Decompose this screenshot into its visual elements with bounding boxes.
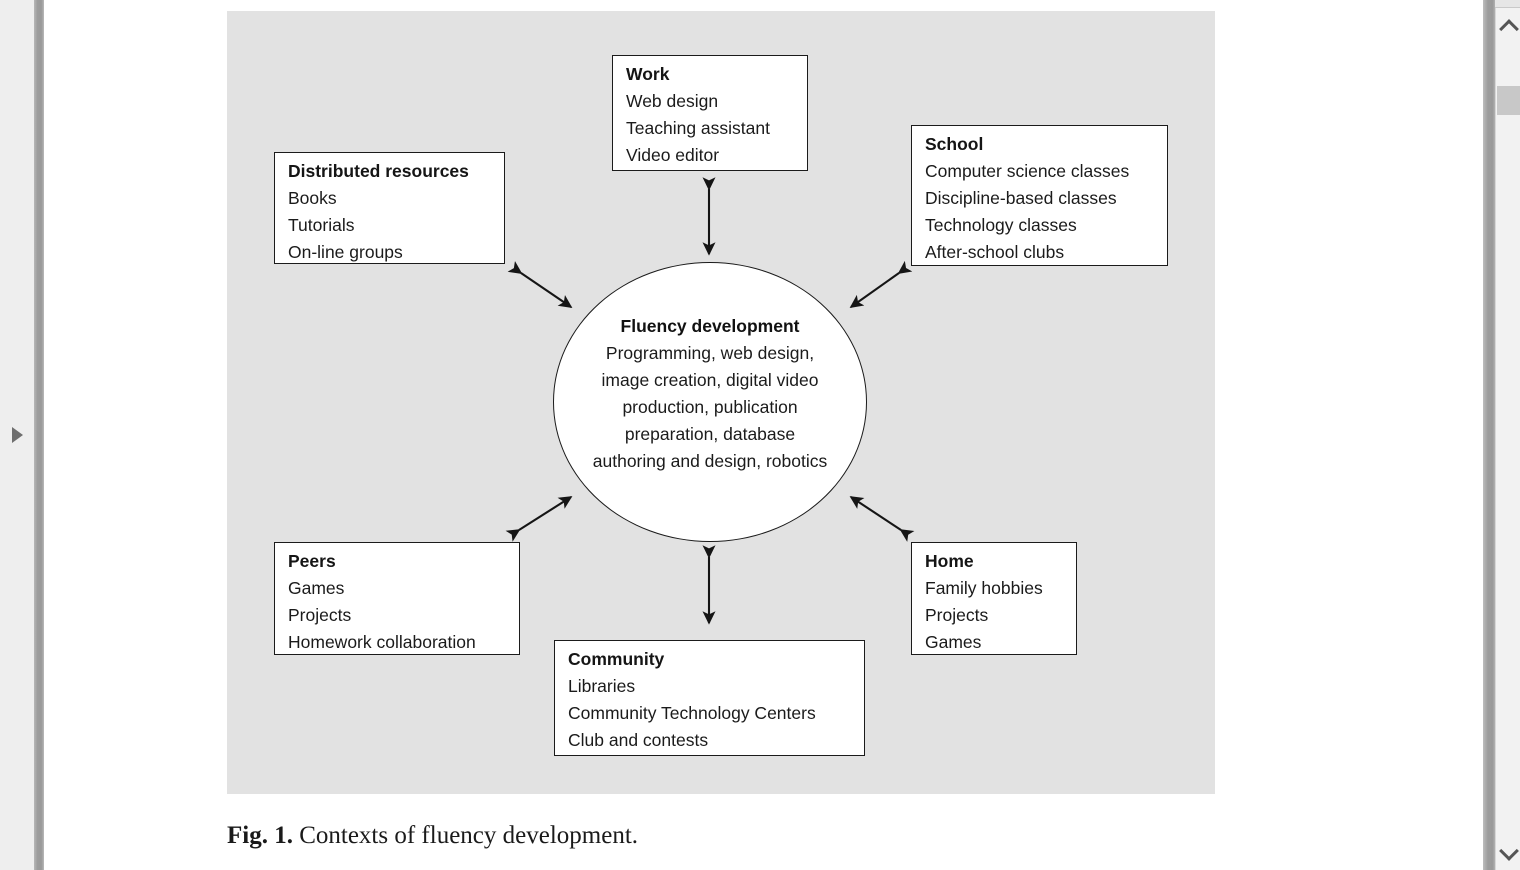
center-desc-line: Programming, web design, <box>605 343 815 363</box>
node-item: Games <box>288 578 345 598</box>
node-box-distributed-resources: Distributed resources Books Tutorials On… <box>274 152 505 264</box>
node-item: After-school clubs <box>925 242 1065 262</box>
node-title-peers: Peers <box>288 551 336 571</box>
page-right-splitter[interactable] <box>1483 0 1495 870</box>
node-box-school: School Computer science classes Discipli… <box>911 125 1168 266</box>
node-item: Tutorials <box>288 215 355 235</box>
node-item: Discipline-based classes <box>925 188 1117 208</box>
scroll-up-button[interactable] <box>1496 14 1520 39</box>
sidebar-expand-button[interactable] <box>9 424 29 446</box>
vertical-scrollbar[interactable] <box>1495 0 1520 870</box>
sidebar-splitter[interactable] <box>34 0 44 870</box>
scrollbar-top-cap <box>1495 0 1520 8</box>
center-node-description: Programming, web design, image creation,… <box>560 340 860 475</box>
node-item: Teaching assistant <box>626 118 770 138</box>
center-desc-line: production, publication <box>622 397 798 417</box>
node-item: Club and contests <box>568 730 709 750</box>
node-title-community: Community <box>568 649 665 669</box>
figure-caption-text: Contexts of fluency development. <box>299 822 639 849</box>
collapsed-sidebar-panel <box>0 0 34 870</box>
node-item: Family hobbies <box>925 578 1043 598</box>
figure-caption: Fig. 1. Contexts of fluency development. <box>227 822 638 850</box>
figure-caption-label: Fig. 1. <box>227 822 293 849</box>
center-desc-line: preparation, database <box>624 424 796 444</box>
figure-image: Fluency development Programming, web des… <box>227 11 1215 794</box>
node-item: Community Technology Centers <box>568 703 816 723</box>
node-box-work: Work Web design Teaching assistant Video… <box>612 55 808 171</box>
node-item: On-line groups <box>288 242 403 262</box>
node-item: Technology classes <box>925 215 1077 235</box>
node-item: Games <box>925 632 982 652</box>
node-item: Books <box>288 188 337 208</box>
document-page[interactable]: Fluency development Programming, web des… <box>44 0 1483 870</box>
scrollbar-thumb[interactable] <box>1497 86 1520 115</box>
scroll-down-button[interactable] <box>1496 840 1520 864</box>
center-node-title: Fluency development <box>620 316 800 336</box>
chevron-up-icon <box>1499 19 1519 39</box>
node-title-distributed-resources: Distributed resources <box>288 161 469 181</box>
node-box-home: Home Family hobbies Projects Games <box>911 542 1077 655</box>
node-title-home: Home <box>925 551 974 571</box>
node-item: Web design <box>626 91 719 111</box>
node-item: Homework collaboration <box>288 632 476 652</box>
node-item: Projects <box>288 605 352 625</box>
chevron-down-icon <box>1499 841 1519 861</box>
node-title-work: Work <box>626 64 670 84</box>
node-item: Video editor <box>626 145 720 165</box>
center-desc-line: image creation, digital video <box>601 370 819 390</box>
node-item: Libraries <box>568 676 636 696</box>
center-node-fluency-development: Fluency development Programming, web des… <box>553 262 867 542</box>
triangle-right-icon <box>12 427 23 443</box>
center-desc-line: authoring and design, robotics <box>592 451 828 471</box>
node-box-peers: Peers Games Projects Homework collaborat… <box>274 542 520 655</box>
node-item: Projects <box>925 605 989 625</box>
node-box-community: Community Libraries Community Technology… <box>554 640 865 756</box>
node-item: Computer science classes <box>925 161 1130 181</box>
node-title-school: School <box>925 134 984 154</box>
